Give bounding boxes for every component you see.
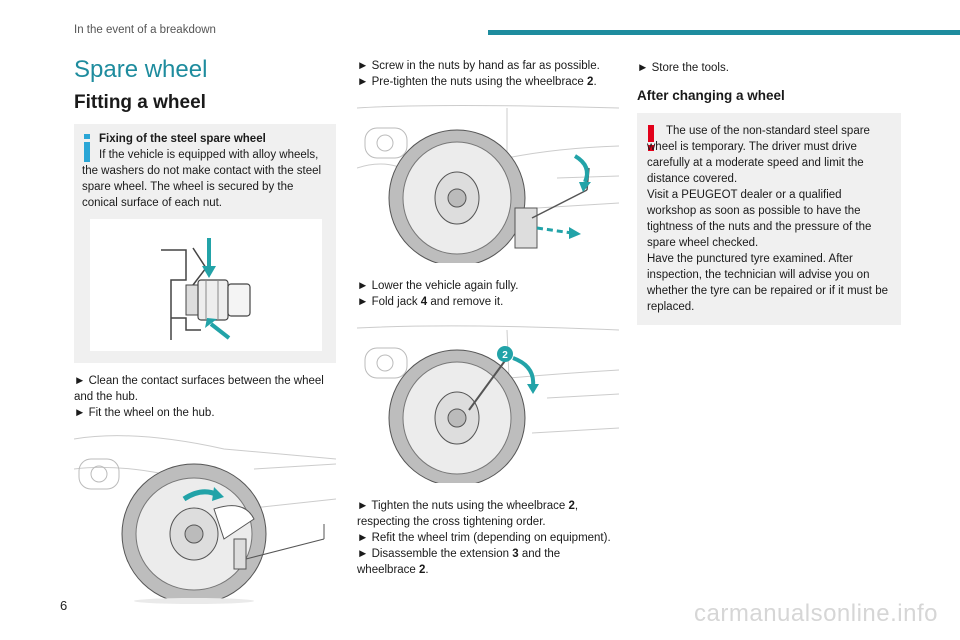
column-1: Spare wheel Fitting a wheel Fixing of th… — [73, 52, 337, 609]
warning-note-box: The use of the non-standard steel spare … — [637, 113, 901, 325]
info-icon — [82, 134, 92, 211]
wheel-nut-diagram — [90, 219, 322, 351]
step-fold-jack: ► Fold jack 4 and remove it. — [357, 296, 504, 308]
step-store-tools: ► Store the tools. — [637, 62, 729, 74]
pretighten-illustration — [356, 98, 620, 268]
step-disassemble: ► Disassemble the extension 3 and the wh… — [357, 548, 561, 576]
page-number: 6 — [60, 598, 68, 613]
section-title-after: After changing a wheel — [637, 88, 785, 103]
tighten-illustration: 2 — [356, 318, 620, 488]
note-title: Fixing of the steel spare wheel — [99, 133, 266, 145]
page-title: Spare wheel — [74, 56, 208, 83]
warning-text: The use of the non-standard steel spare … — [647, 125, 870, 185]
column-2: ► Screw in the nuts by hand as far as po… — [356, 52, 620, 578]
step-clean-surfaces: ► Clean the contact surfaces between the… — [74, 375, 324, 403]
running-header: In the event of a breakdown — [74, 24, 216, 36]
step-screw-nuts: ► Screw in the nuts by hand as far as po… — [357, 60, 600, 72]
note-text: If the vehicle is equipped with alloy wh… — [82, 149, 322, 209]
step-pretighten: ► Pre-tighten the nuts using the wheelbr… — [357, 76, 597, 88]
column-3: ► Store the tools. After changing a whee… — [637, 52, 901, 325]
step-lower-vehicle: ► Lower the vehicle again fully. — [357, 280, 519, 292]
callout-2-label: 2 — [502, 350, 508, 361]
fit-wheel-illustration — [73, 429, 337, 609]
warning-text-3: Have the punctured tyre examined. After … — [647, 253, 888, 313]
warning-icon — [647, 125, 657, 187]
header-accent-bar — [488, 30, 960, 35]
watermark: carmanualsonline.info — [694, 600, 938, 627]
warning-text-2: Visit a PEUGEOT dealer or a qualified wo… — [647, 189, 872, 249]
info-note-box: Fixing of the steel spare wheel If the v… — [74, 124, 336, 363]
section-title-fitting: Fitting a wheel — [74, 92, 206, 113]
step-fit-wheel: ► Fit the wheel on the hub. — [74, 407, 215, 419]
step-tighten-nuts: ► Tighten the nuts using the wheelbrace … — [357, 500, 579, 528]
step-refit-trim: ► Refit the wheel trim (depending on equ… — [357, 532, 611, 544]
